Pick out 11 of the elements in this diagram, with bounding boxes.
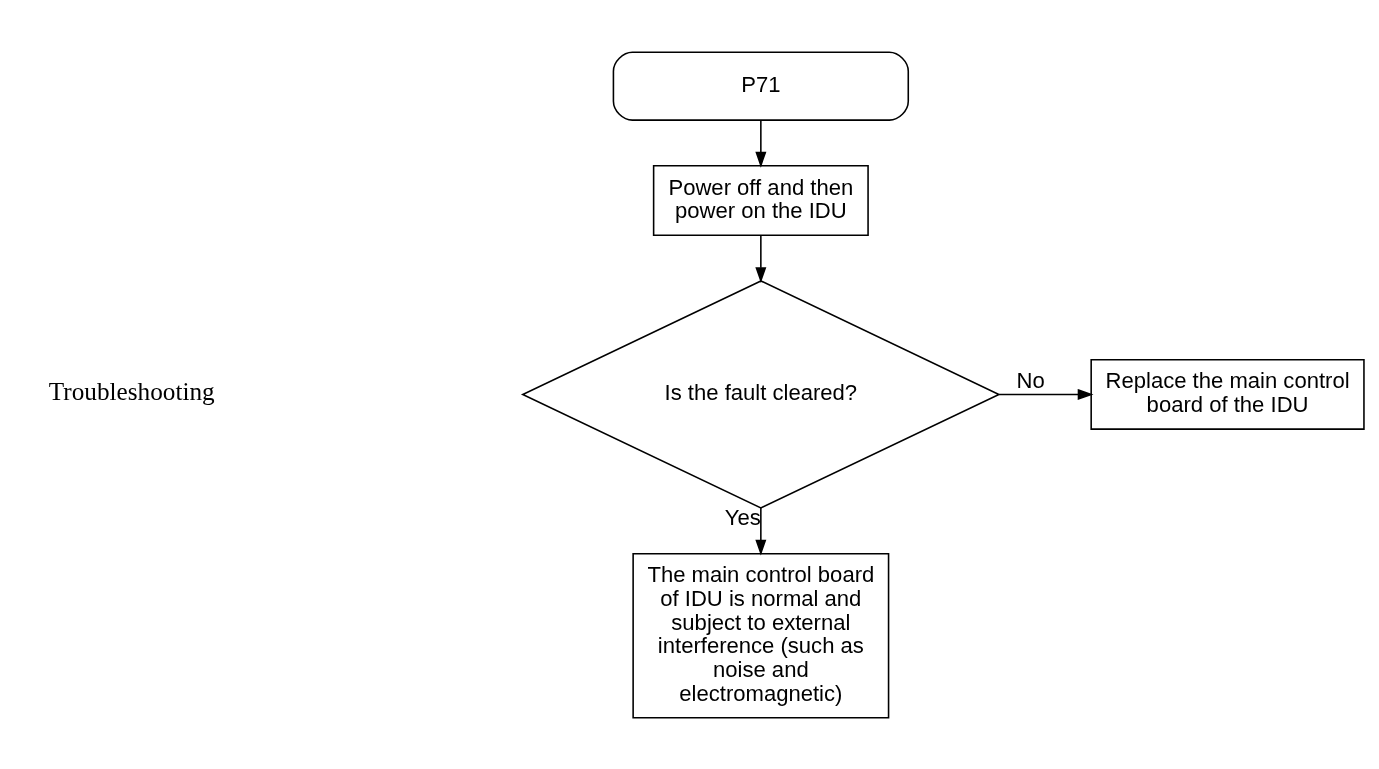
arrow [755, 119, 767, 168]
node-box: Replace the main control board of the IDU [1090, 358, 1365, 430]
node-box: The main control board of IDU is normal and subject to external interference (such as noise and electromagnetic) [632, 552, 890, 718]
arrow [998, 388, 1094, 400]
node-box: Power off and then power on the IDU [652, 164, 869, 236]
node-box: P71 [612, 51, 910, 121]
edge-label: No [1016, 367, 1045, 393]
arrow [755, 234, 767, 283]
arrow [755, 506, 767, 556]
node-diamond: Is the fault cleared? [520, 279, 1001, 509]
label: Troubleshooting [48, 377, 215, 405]
